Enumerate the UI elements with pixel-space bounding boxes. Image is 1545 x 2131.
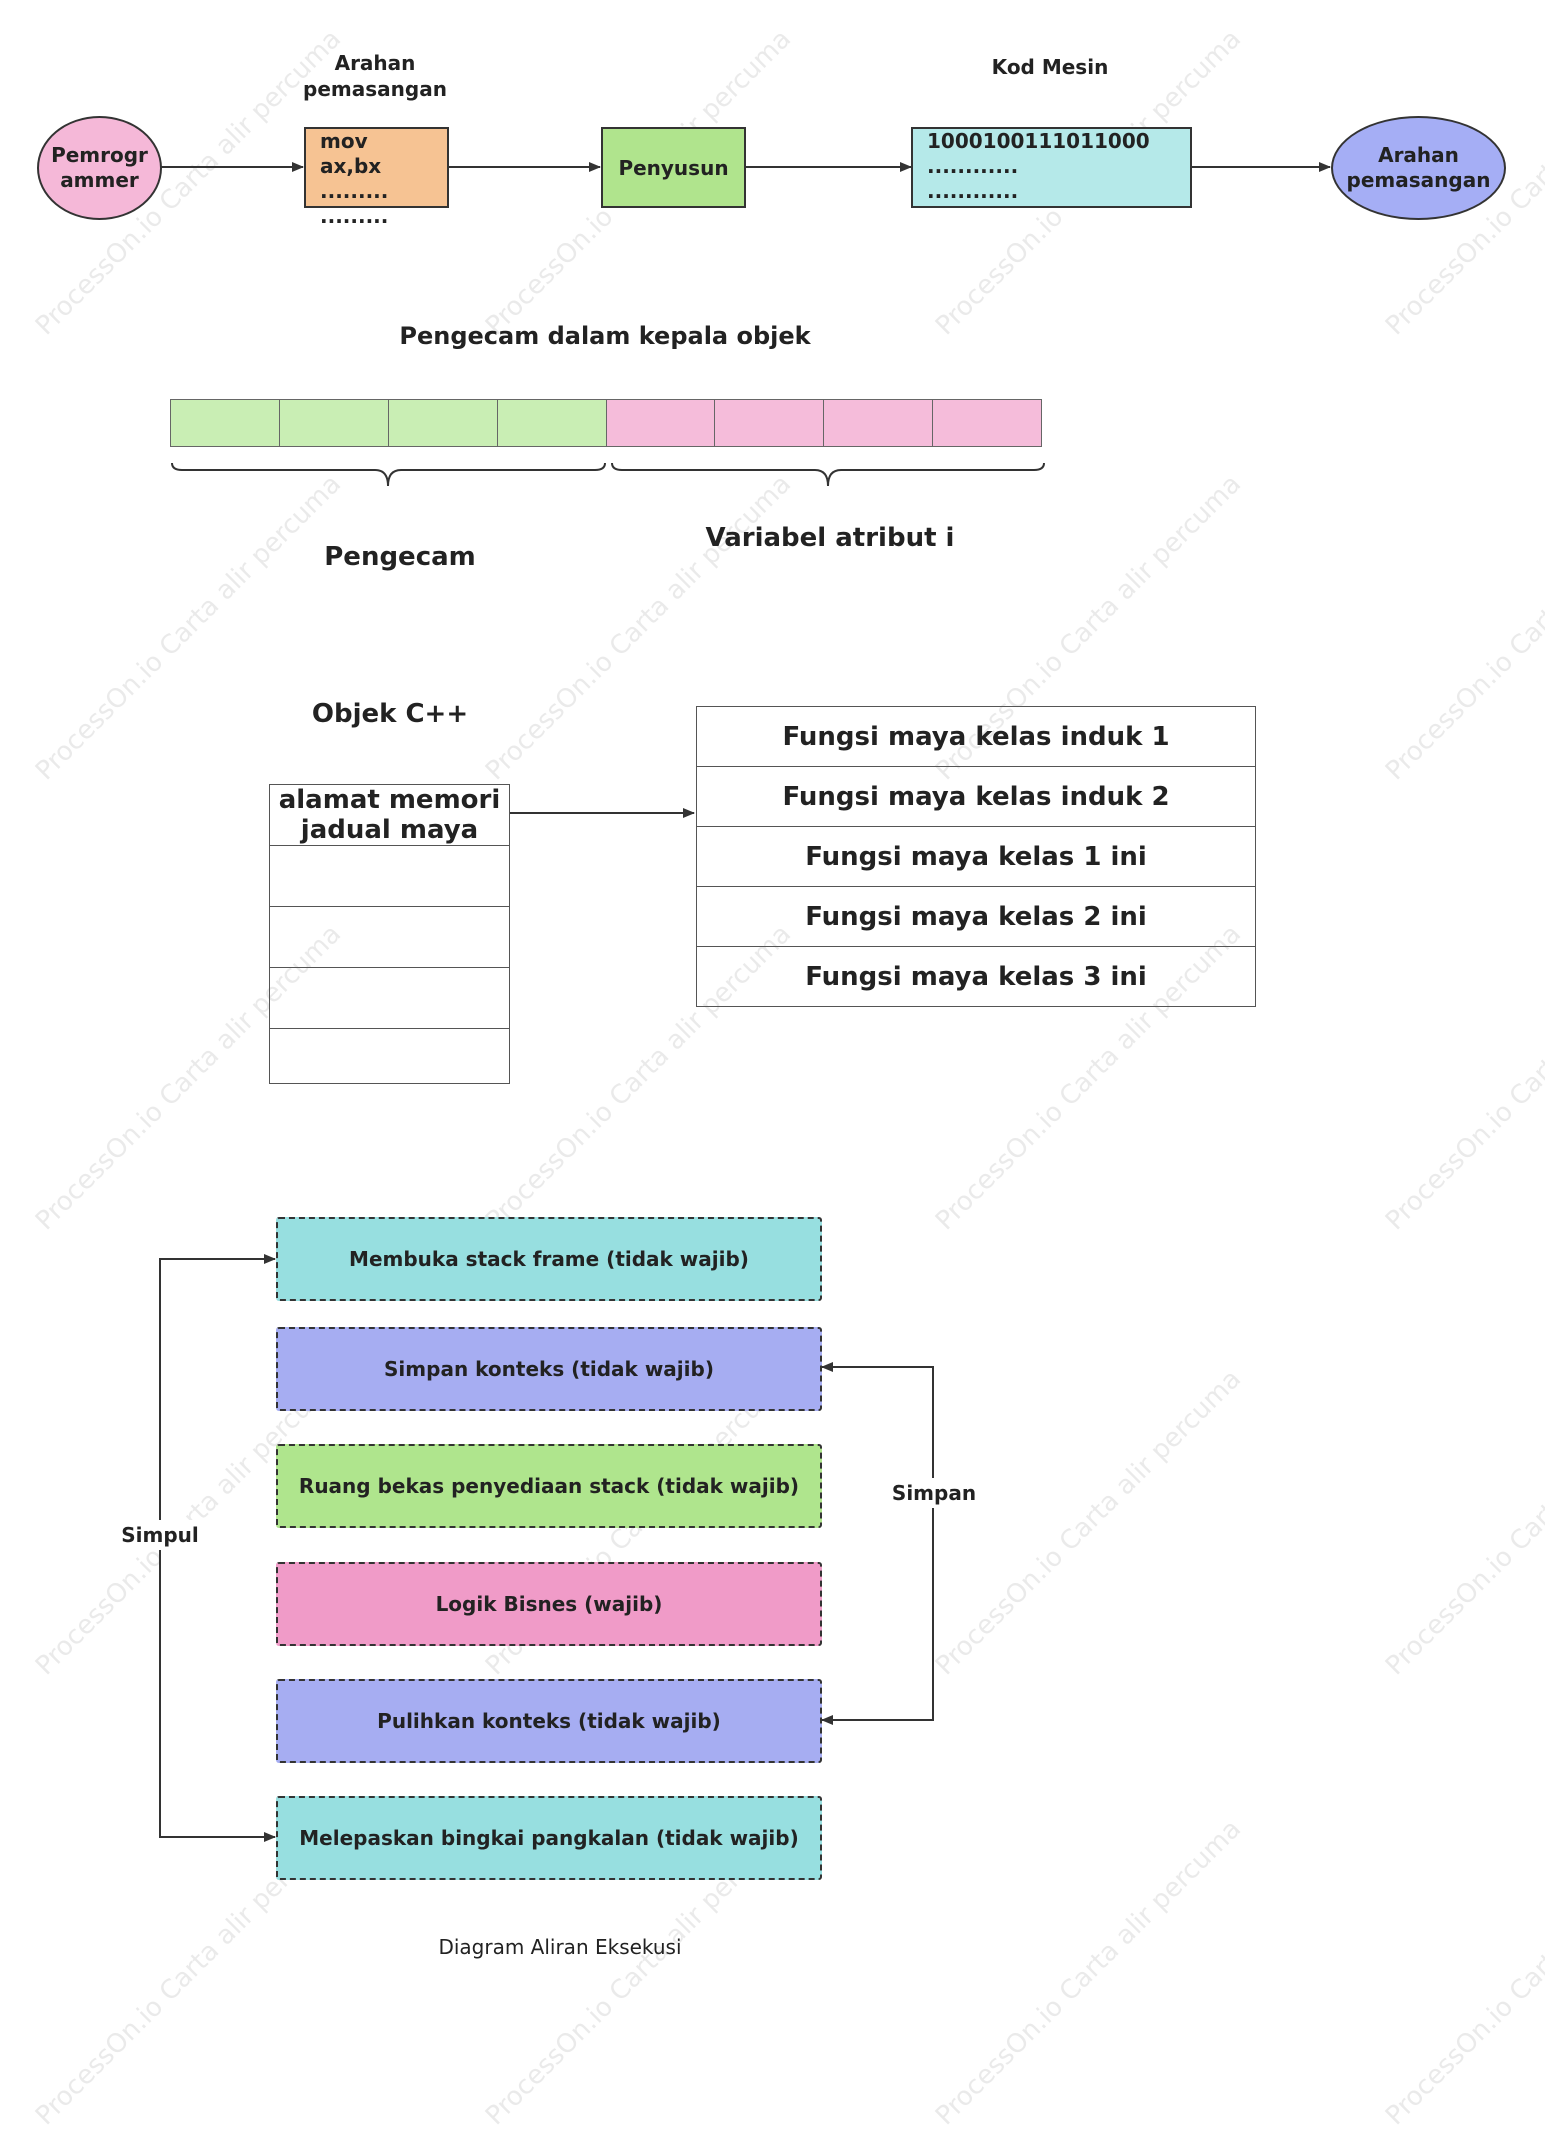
assembly-line-1: mov ax,bx: [320, 129, 382, 178]
machine-line-2: ............: [927, 154, 1019, 178]
identifier-cell: [279, 400, 389, 446]
brace-identifier: [171, 462, 606, 487]
cpp-object-title: Objek C++: [311, 699, 469, 729]
target-node: Arahan pemasangan: [1331, 116, 1506, 220]
vptr-cell: alamat memori jadual maya: [270, 785, 509, 846]
diagram-caption: Diagram Aliran Eksekusi: [438, 1935, 682, 1959]
step-business-logic: Logik Bisnes (wajib): [276, 1562, 822, 1646]
identifier-cell: [171, 400, 280, 446]
brace-attribute: [611, 462, 1045, 487]
machine-code-box: 1000100111011000 ............ ..........…: [911, 127, 1192, 208]
step-open-stack-frame: Membuka stack frame (tidak wajib): [276, 1217, 822, 1301]
member-cell: [270, 968, 509, 1029]
assembly-line-3: .........: [320, 204, 389, 228]
member-cell: [270, 846, 509, 907]
vtable: Fungsi maya kelas induk 1 Fungsi maya ke…: [696, 706, 1256, 1007]
vtable-row: Fungsi maya kelas 3 ini: [805, 961, 1147, 992]
step-release-frame: Melepaskan bingkai pangkalan (tidak waji…: [276, 1796, 822, 1880]
object-header-bar: [170, 399, 1042, 447]
machine-line-3: ............: [927, 179, 1019, 203]
step-restore-context: Pulihkan konteks (tidak wajib): [276, 1679, 822, 1763]
attribute-cell: [933, 400, 1041, 446]
step-stack-prep: Ruang bekas penyediaan stack (tidak waji…: [276, 1444, 822, 1528]
vtable-row: Fungsi maya kelas induk 2: [697, 767, 1255, 827]
programmer-node: Pemrogr ammer: [37, 116, 162, 220]
identifier-label: Pengecam: [324, 542, 476, 572]
attribute-cell: [824, 400, 934, 446]
identifier-cell: [388, 400, 498, 446]
vtable-row: Fungsi maya kelas 2 ini: [697, 887, 1255, 947]
machine-line-1: 1000100111011000: [927, 129, 1150, 153]
vtable-row: Fungsi maya kelas 1 ini: [697, 827, 1255, 887]
connectors-layer: [159, 162, 1331, 1842]
member-cell: [270, 907, 509, 968]
attribute-label: Variabel atribut i: [705, 523, 955, 553]
attribute-cell: [715, 400, 825, 446]
member-cell: [270, 1029, 509, 1083]
identifier-cell: [497, 400, 607, 446]
machine-code-label: Kod Mesin: [991, 55, 1109, 79]
assembly-line-2: .........: [320, 179, 389, 203]
assembly-label: Arahan pemasangan: [303, 51, 447, 101]
simpul-label: Simpul: [112, 1520, 208, 1550]
vtable-row: Fungsi maya kelas induk 1: [697, 707, 1255, 767]
attribute-cell: [606, 400, 716, 446]
step-save-context: Simpan konteks (tidak wajib): [276, 1327, 822, 1411]
loop-simpan: [821, 1366, 934, 1725]
assembly-code-box: mov ax,bx ......... .........: [304, 127, 449, 228]
object-header-title: Pengecam dalam kepala objek: [399, 322, 811, 350]
assembler-node: Penyusun: [601, 127, 746, 208]
cpp-object-table: alamat memori jadual maya: [269, 784, 510, 1084]
simpan-label: Simpan: [886, 1478, 982, 1508]
